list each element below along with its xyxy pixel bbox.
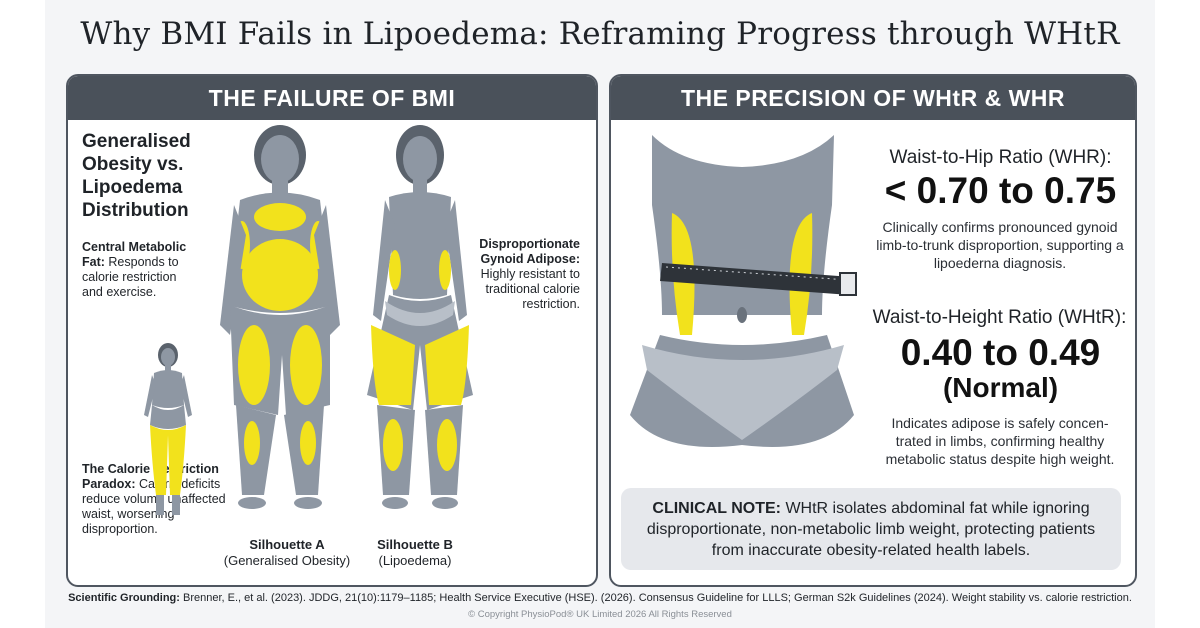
- scientific-grounding-footer: Scientific Grounding: Brenner, E., et al…: [45, 592, 1155, 604]
- silhouette-b-caption: Silhouette B (Lipoedema): [360, 537, 470, 569]
- silhouette-a-label: Silhouette A: [249, 537, 325, 552]
- whtr-description: Indicates adipose is safely concen-trate…: [885, 415, 1115, 467]
- gynoid-text: Highly resistant to traditional calorie …: [480, 267, 580, 311]
- distribution-heading: Generalised Obesity vs. Lipoedema Distri…: [82, 131, 191, 221]
- bmi-failure-header: THE FAILURE OF BMI: [68, 76, 596, 120]
- footer-text: Brenner, E., et al. (2023). JDDG, 21(10)…: [183, 592, 1132, 604]
- whtr-label: Waist-to-Height Ratio (WHtR):: [872, 307, 1127, 328]
- central-fat-text: Responds to calorie restriction and exer…: [82, 255, 179, 299]
- silhouette-a-caption: Silhouette A (Generalised Obesity): [212, 537, 362, 569]
- whtr-value: 0.40 to 0.49: [900, 332, 1101, 373]
- whr-value: < 0.70 to 0.75: [884, 170, 1117, 211]
- gynoid-adipose-note: Disproportionate Gynoid Adipose: Highly …: [478, 237, 580, 312]
- whtr-normal-label: (Normal): [942, 372, 1059, 403]
- page-title: Why BMI Fails in Lipoedema: Reframing Pr…: [80, 16, 1120, 52]
- clinical-note-text: CLINICAL NOTE: WHtR isolates abdominal f…: [633, 498, 1109, 561]
- small-figure-icon: [144, 343, 192, 515]
- clinical-note-body: WHtR isolates abdominal fat while ignori…: [646, 500, 1096, 559]
- silhouette-a-sub: (Generalised Obesity): [223, 553, 351, 568]
- whtr-whr-header: THE PRECISION OF WHtR & WHR: [611, 76, 1135, 120]
- silhouette-b-figure-icon: [367, 125, 473, 509]
- whr-description: Clinically confirms pronounced gynoid li…: [876, 219, 1124, 271]
- footer-label: Scientific Grounding:: [68, 592, 180, 604]
- torso-measuring-illustration: [630, 135, 857, 447]
- central-fat-title: Central Metabolic Fat:: [82, 240, 187, 269]
- silhouettes-illustration: [144, 125, 473, 515]
- whr-label: Waist-to-Hip Ratio (WHR):: [889, 147, 1112, 168]
- gynoid-title: Disproportionate Gynoid Adipose:: [479, 237, 580, 266]
- copyright-notice: © Copyright PhysioPod® UK Limited 2026 A…: [468, 609, 732, 620]
- silhouette-b-sub: (Lipoedema): [378, 553, 452, 568]
- clinical-note-label: CLINICAL NOTE:: [652, 500, 781, 517]
- clinical-note-box: CLINICAL NOTE: WHtR isolates abdominal f…: [621, 488, 1121, 570]
- paradox-title: The Calorie Restriction Paradox:: [82, 462, 219, 491]
- silhouette-b-label: Silhouette B: [377, 537, 453, 552]
- measuring-tape-icon: [660, 263, 857, 296]
- central-fat-note: Central Metabolic Fat: Responds to calor…: [82, 240, 197, 300]
- silhouette-a-figure-icon: [220, 125, 340, 509]
